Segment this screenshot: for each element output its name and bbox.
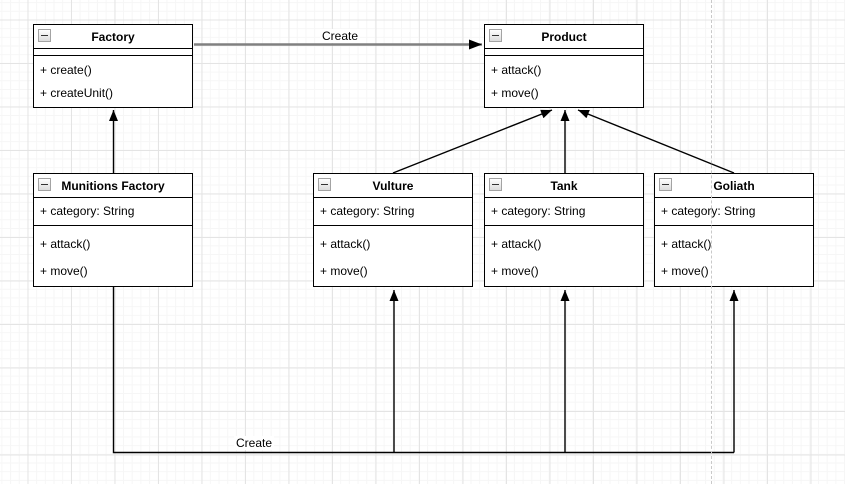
class-tank[interactable]: Tank + category: String + attack() + mov… (484, 173, 644, 287)
minus-icon (41, 35, 48, 36)
minus-icon (321, 184, 328, 185)
edge-goliath-extends-product[interactable] (577, 109, 735, 174)
methods-section: + create() + createUnit() (34, 56, 192, 106)
class-title: Tank (550, 178, 578, 193)
collapse-icon[interactable] (38, 178, 51, 191)
methods-section: + attack() + move() (485, 56, 643, 106)
class-method: + attack() (40, 237, 91, 251)
class-method: + attack() (491, 237, 542, 251)
class-method: + attack() (491, 62, 542, 77)
class-title-bar: Vulture (314, 174, 472, 198)
class-product[interactable]: Product + attack() + move() (484, 24, 644, 108)
methods-section: + attack() + move() (34, 226, 192, 285)
class-method: + move() (661, 264, 709, 278)
edge-label-create-bottom[interactable]: Create (233, 436, 275, 450)
edge-munitions-create-trunk[interactable] (112, 287, 735, 454)
class-attribute: + category: String (34, 198, 192, 226)
page-break-line (711, 0, 712, 484)
collapse-icon[interactable] (659, 178, 672, 191)
minus-icon (662, 184, 669, 185)
class-method: + attack() (661, 237, 712, 251)
class-method: + move() (40, 264, 88, 278)
collapse-icon[interactable] (489, 178, 502, 191)
collapse-icon[interactable] (489, 29, 502, 42)
class-factory[interactable]: Factory + create() + createUnit() (33, 24, 193, 108)
class-munitions-factory[interactable]: Munitions Factory + category: String + a… (33, 173, 193, 287)
class-title: Munitions Factory (61, 178, 165, 193)
methods-section: + attack() + move() (655, 226, 813, 285)
class-attribute: + category: String (485, 198, 643, 226)
class-title-bar: Tank (485, 174, 643, 198)
class-method: + move() (320, 264, 368, 278)
class-title-bar: Product (485, 25, 643, 49)
class-method: + attack() (320, 237, 371, 251)
class-attribute: + category: String (314, 198, 472, 226)
class-title: Goliath (713, 178, 755, 193)
class-method: + move() (491, 264, 539, 278)
attributes-section (34, 49, 192, 56)
edge-label-create-top[interactable]: Create (319, 29, 361, 43)
class-vulture[interactable]: Vulture + category: String + attack() + … (313, 173, 473, 287)
minus-icon (492, 35, 499, 36)
edge-vulture-extends-product[interactable] (392, 109, 553, 174)
class-attribute: + category: String (655, 198, 813, 226)
collapse-icon[interactable] (38, 29, 51, 42)
class-title: Factory (91, 29, 135, 44)
class-title-bar: Munitions Factory (34, 174, 192, 198)
class-method: + move() (491, 86, 539, 100)
class-method: + create() (40, 62, 92, 77)
minus-icon (41, 184, 48, 185)
methods-section: + attack() + move() (485, 226, 643, 285)
class-method: + createUnit() (40, 86, 114, 100)
class-goliath[interactable]: Goliath + category: String + attack() + … (654, 173, 814, 287)
attributes-section (485, 49, 643, 56)
class-title-bar: Goliath (655, 174, 813, 198)
class-title: Vulture (372, 178, 414, 193)
methods-section: + attack() + move() (314, 226, 472, 285)
collapse-icon[interactable] (318, 178, 331, 191)
class-title: Product (541, 29, 587, 44)
class-title-bar: Factory (34, 25, 192, 49)
minus-icon (492, 184, 499, 185)
